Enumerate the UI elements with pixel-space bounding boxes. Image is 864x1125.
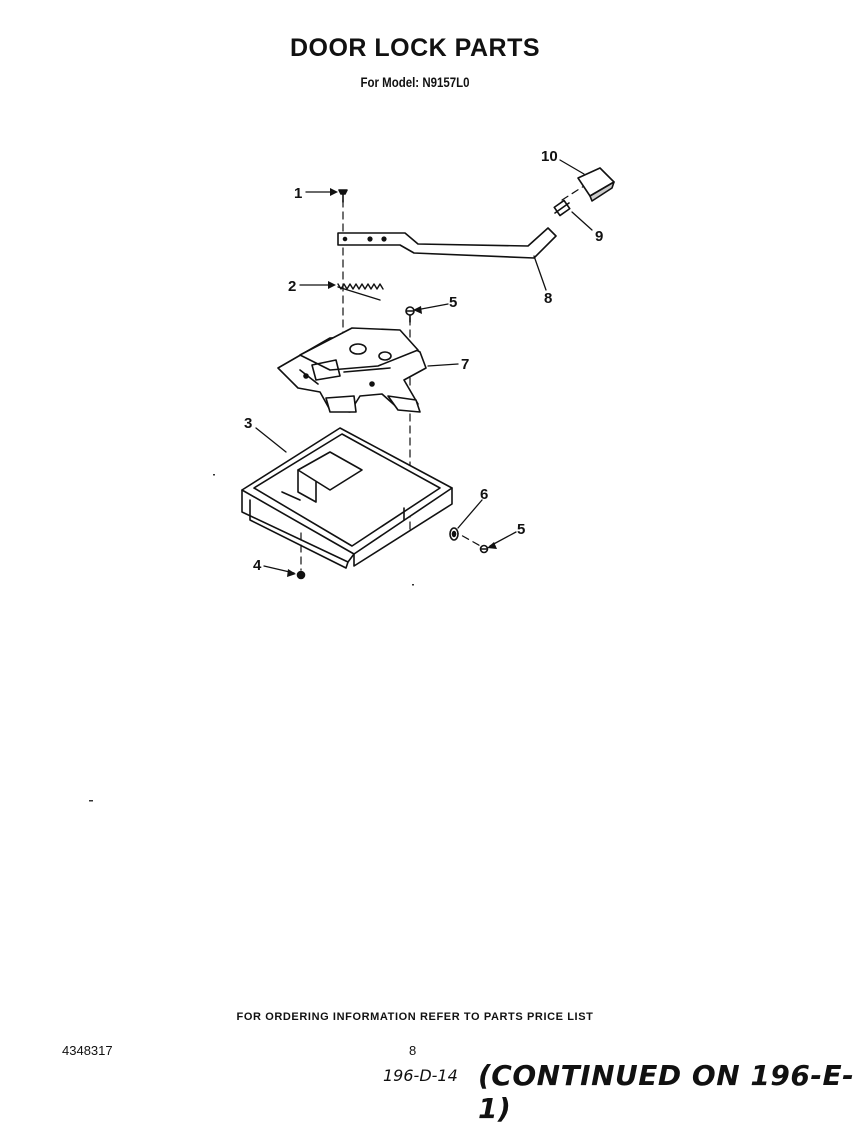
handle-knob-part-10 [577, 167, 615, 202]
screw-part-5-lower [479, 544, 489, 554]
ordering-info-note: FOR ORDERING INFORMATION REFER TO PARTS … [236, 1011, 594, 1023]
document-number: 4348317 [62, 1043, 113, 1058]
screw-part-4 [296, 570, 306, 580]
callout-6: 6 [480, 486, 488, 503]
callout-1: 1 [294, 185, 302, 202]
washer-part-6 [449, 527, 459, 541]
spring-part-2 [337, 283, 384, 301]
screw-part-1 [338, 189, 348, 203]
callout-numbers: 1 2 3 4 5 5 6 7 8 9 10 [244, 148, 603, 574]
continued-on-note: (CONTINUED ON 196-E-1) [478, 1059, 855, 1125]
callout-10: 10 [541, 148, 558, 165]
exploded-parts-diagram: 1 2 3 4 5 5 6 7 8 9 10 [89, 148, 615, 802]
callout-8: 8 [544, 290, 552, 307]
housing-tray-part-3 [241, 427, 453, 569]
screw-part-5-upper [405, 306, 415, 323]
callout-4: 4 [253, 557, 262, 574]
pin-part-9 [553, 199, 571, 217]
lock-rod-part-8 [337, 227, 557, 259]
callout-5-lower: 5 [517, 521, 525, 538]
handwritten-reference: 196-D-14 [383, 1066, 458, 1085]
page-title: DOOR LOCK PARTS [289, 34, 541, 62]
lock-assembly-part-7 [277, 327, 427, 413]
scan-specks [89, 474, 414, 802]
callout-2: 2 [288, 278, 296, 295]
model-subtitle: For Model: N9157L0 [360, 74, 470, 90]
callout-9: 9 [595, 228, 603, 245]
callout-arrowheads [287, 188, 497, 577]
callout-5-upper: 5 [449, 294, 457, 311]
callout-7: 7 [461, 356, 469, 373]
callout-3: 3 [244, 415, 252, 432]
page-number: 8 [409, 1043, 417, 1058]
